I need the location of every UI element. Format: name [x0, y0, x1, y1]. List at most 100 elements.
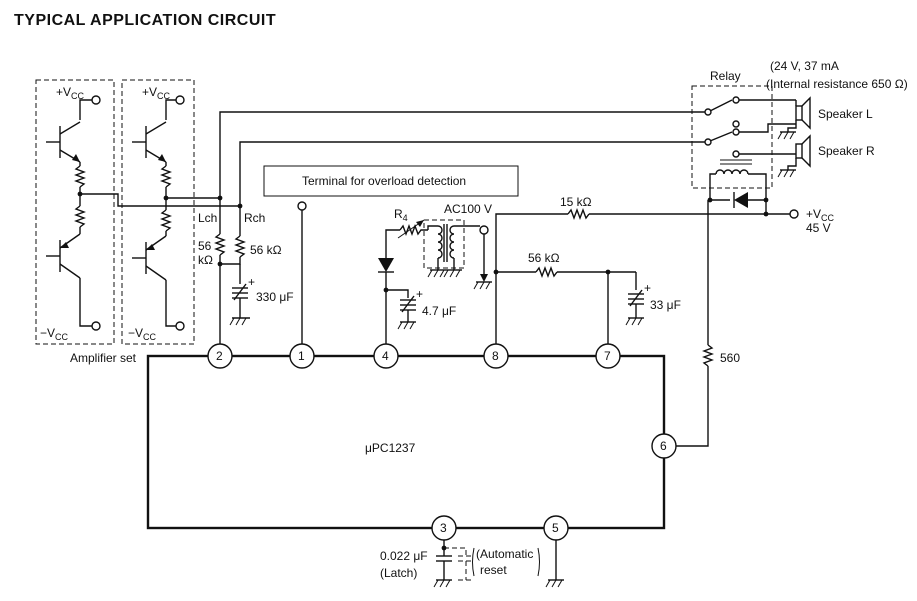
amplifier-channel-left: +VCC −VCC — [35, 79, 115, 345]
rch-label: Rch — [244, 211, 265, 225]
relay-spec-line1: (24 V, 37 mA — [770, 59, 839, 73]
ground-icon — [229, 317, 250, 326]
ic-pin-7: 7 — [595, 343, 621, 369]
vcc-45v-terminal — [789, 209, 799, 219]
cap-33-plus: + — [644, 281, 651, 295]
svg-text:1: 1 — [298, 349, 305, 363]
relay-speaker-l-return — [739, 123, 796, 133]
svg-text:5: 5 — [552, 521, 559, 535]
resistor-56k-rch — [234, 235, 246, 258]
resistor-56k-pin7 — [535, 266, 558, 278]
relay-coil — [709, 169, 767, 214]
resistor-56k-lch-value-bottom: kΩ — [198, 253, 213, 267]
ac-terminal — [479, 225, 489, 235]
latch-label: (Latch) — [380, 566, 417, 580]
ic-pin-1: 1 — [289, 343, 315, 369]
amp-left-vcc-pos-terminal — [91, 95, 101, 105]
relay-nc-contact-right — [732, 150, 740, 158]
transformer-boundary — [423, 219, 465, 269]
speaker-r-icon — [795, 134, 811, 168]
resistor-560 — [702, 344, 714, 367]
vcc-45v-voltage: 45 V — [806, 221, 831, 235]
amp-right-vcc-pos-terminal — [175, 95, 185, 105]
amp-right-upper-transistor — [132, 121, 167, 163]
resistor-15k — [567, 208, 590, 220]
cap-330-value: 330 μF — [256, 290, 294, 304]
page-title: TYPICAL APPLICATION CIRCUIT — [14, 12, 276, 29]
cap-4-7-plus: + — [416, 287, 423, 301]
vcc-45v-label: +VCC — [806, 207, 835, 223]
resistor-56k-rch-value: 56 kΩ — [250, 243, 282, 257]
amp-right-vcc-neg: −VCC — [128, 326, 157, 342]
cap-330-plus: + — [248, 275, 255, 289]
cap-latch-value: 0.022 μF — [380, 549, 428, 563]
lch-label: Lch — [198, 211, 217, 225]
amp-left-lower-transistor — [46, 233, 81, 279]
automatic-reset-line2: reset — [480, 563, 507, 577]
automatic-reset-line1: (Automatic — [476, 547, 533, 561]
ground-icon — [545, 579, 564, 588]
svg-text:7: 7 — [604, 349, 611, 363]
ground-icon — [777, 169, 796, 178]
amp-left-emitter-resistor-top — [74, 165, 86, 188]
amplifier-right-boundary — [121, 79, 195, 345]
ic-name: μPC1237 — [365, 441, 416, 455]
relay-nc-contact-left — [732, 120, 740, 128]
ground-icon — [433, 579, 452, 588]
amp-left-vcc-pos: +VCC — [56, 85, 85, 101]
svg-text:6: 6 — [660, 439, 667, 453]
amplifier-left-boundary — [35, 79, 115, 345]
ground-icon — [443, 269, 462, 278]
resistor-560-value: 560 — [720, 351, 740, 365]
amp-left-vcc-neg: −VCC — [40, 326, 69, 342]
cap-33-value: 33 μF — [650, 298, 681, 312]
lch-to-relay-wire — [219, 111, 706, 198]
ic-pin-8: 8 — [483, 343, 509, 369]
speaker-l-icon — [795, 96, 811, 130]
relay-common-left — [704, 108, 712, 116]
overload-terminal-box — [263, 165, 519, 197]
resistor-r4 — [399, 224, 428, 236]
ground-icon — [473, 281, 492, 290]
amp-right-emitter-resistor-top — [160, 165, 172, 188]
ic-pin-6: 6 — [651, 433, 677, 459]
resistor-56k-pin7-value: 56 kΩ — [528, 251, 560, 265]
overload-terminal — [297, 201, 307, 211]
speaker-r-label: Speaker R — [818, 144, 875, 158]
ground-icon — [397, 321, 416, 330]
amp-left-emitter-resistor-bottom — [74, 205, 86, 228]
amp-left-vcc-neg-terminal — [91, 321, 101, 331]
overload-terminal-label: Terminal for overload detection — [302, 174, 466, 188]
svg-text:8: 8 — [492, 349, 499, 363]
amp-right-lower-transistor — [132, 235, 167, 281]
amp-right-vcc-pos: +VCC — [142, 85, 171, 101]
flyback-diode — [733, 192, 748, 208]
cap-4-7-value: 4.7 μF — [422, 304, 456, 318]
resistor-15k-value: 15 kΩ — [560, 195, 592, 209]
svg-text:3: 3 — [440, 521, 447, 535]
relay-boundary — [691, 85, 773, 189]
relay-no-contact-left — [732, 96, 740, 104]
relay-spec-line2: (Internal resistance 650 Ω) — [766, 77, 908, 91]
ic-pin-5: 5 — [543, 515, 569, 541]
ground-icon — [777, 131, 796, 140]
amp-right-emitter-resistor-bottom — [160, 209, 172, 232]
ground-icon — [427, 269, 446, 278]
svg-text:4: 4 — [382, 349, 389, 363]
amplifier-channel-right: +VCC −VCC — [121, 79, 195, 345]
rch-to-relay-wire — [239, 141, 706, 206]
resistor-56k-lch-value-top: 56 — [198, 239, 212, 253]
ground-icon — [625, 317, 644, 326]
resistor-56k-lch — [214, 233, 226, 256]
svg-text:2: 2 — [216, 349, 223, 363]
relay-no-contact-right — [732, 128, 740, 136]
diode-pin4 — [378, 229, 400, 290]
ic-pin-3: 3 — [431, 515, 457, 541]
left-output-wire — [80, 193, 240, 207]
ac-100v-label: AC100 V — [444, 202, 492, 216]
r4-label: R4 — [394, 207, 408, 223]
amp-right-vcc-neg-terminal — [175, 321, 185, 331]
transformer — [427, 224, 480, 270]
